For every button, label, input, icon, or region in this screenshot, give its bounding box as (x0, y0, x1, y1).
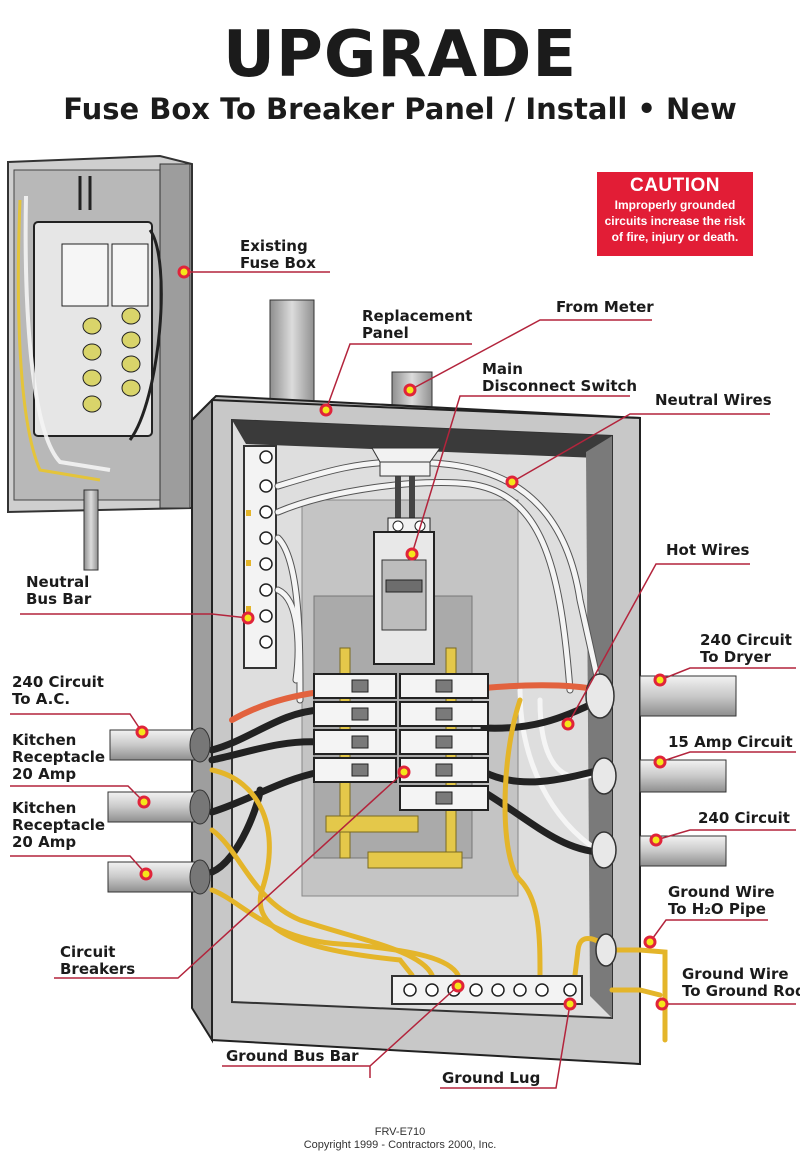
marker (643, 935, 657, 949)
caution-line: of fire, injury or death. (611, 230, 739, 244)
label-240-circuit-ac: 240 Circuit To A.C. (12, 673, 104, 708)
label-ground-bus-bar: Ground Bus Bar (226, 1047, 359, 1065)
label-240-circuit: 240 Circuit (698, 809, 790, 827)
marker (403, 383, 417, 397)
marker (241, 611, 255, 625)
caution-line: circuits increase the risk (604, 214, 746, 228)
marker (137, 795, 151, 809)
label-15-amp-circuit: 15 Amp Circuit (668, 733, 793, 751)
ground-bus-bar (391, 975, 583, 1005)
page-subtitle: Fuse Box To Breaker Panel / Install • Ne… (63, 92, 737, 126)
footer-code: FRV-E710 (374, 1126, 426, 1138)
ground-wires (209, 697, 668, 1043)
label-from-meter: From Meter (556, 298, 654, 316)
caution-heading: CAUTION (629, 175, 721, 196)
marker (405, 547, 419, 561)
marker (319, 403, 333, 417)
marker (655, 997, 669, 1011)
main-disconnect-switch (371, 447, 441, 665)
label-ground-lug: Ground Lug (442, 1069, 541, 1087)
marker (451, 979, 465, 993)
neutral-bus-bar (243, 445, 277, 669)
label-main-disconnect-switch: Main Disconnect Switch (482, 360, 638, 395)
conduits (107, 673, 737, 967)
label-240-circuit-dryer: 240 Circuit To Dryer (700, 631, 792, 666)
label-ground-wire-pipe: Ground Wire To H₂O Pipe (668, 883, 775, 918)
label-kitchen-receptacle-2: Kitchen Receptacle 20 Amp (12, 799, 106, 851)
caution-line: Improperly grounded (614, 198, 736, 212)
footer-copyright: Copyright 1999 - Contractors 2000, Inc. (303, 1139, 497, 1151)
marker (139, 867, 153, 881)
marker (653, 755, 667, 769)
page-title: UPGRADE (222, 18, 578, 92)
marker (135, 725, 149, 739)
label-circuit-breakers: Circuit Breakers (60, 943, 136, 978)
leader-lines (10, 271, 796, 1089)
label-replacement-panel: Replacement Panel (362, 307, 473, 342)
marker (563, 997, 577, 1011)
marker (649, 833, 663, 847)
marker (505, 475, 519, 489)
label-existing-fuse-box: Existing Fuse Box (240, 237, 316, 272)
marker (561, 717, 575, 731)
existing-fuse-box (7, 154, 193, 571)
label-markers (135, 265, 669, 1011)
label-neutral-wires: Neutral Wires (655, 391, 772, 409)
label-ground-wire-rod: Ground Wire To Ground Rod (682, 966, 800, 1000)
label-kitchen-receptacle-1: Kitchen Receptacle 20 Amp (12, 731, 106, 783)
label-hot-wires: Hot Wires (666, 541, 750, 559)
caution-box: CAUTION Improperly grounded circuits inc… (597, 172, 753, 256)
marker (177, 265, 191, 279)
marker (397, 765, 411, 779)
circuit-breakers (313, 647, 489, 869)
marker (653, 673, 667, 687)
label-neutral-bus-bar: Neutral Bus Bar (26, 573, 92, 608)
